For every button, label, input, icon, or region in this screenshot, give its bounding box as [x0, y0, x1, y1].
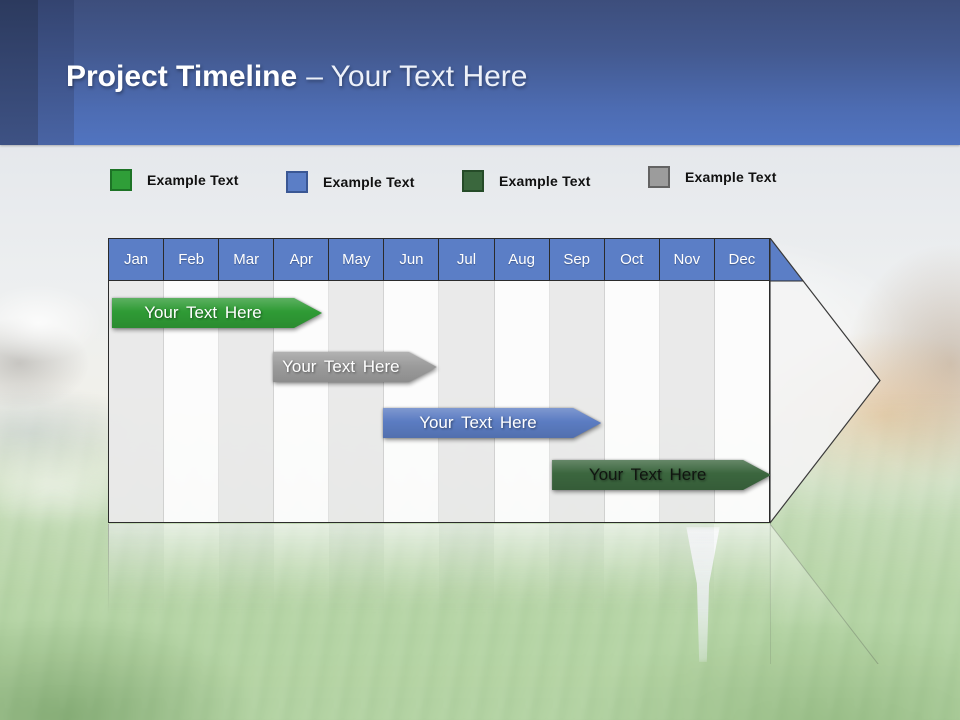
month-header-cell: Nov — [659, 239, 715, 280]
arrow-tip-reflection — [770, 524, 879, 664]
gantt-bar-shape: Your Text Here — [383, 408, 601, 438]
gantt-bar-label: Your Text Here — [144, 303, 262, 322]
gantt-bar-label: Your Text Here — [282, 357, 400, 376]
gantt-bar-darkgreen: Your Text Here — [552, 460, 771, 490]
gantt-bar-shape: Your Text Here — [112, 298, 322, 328]
month-header-cell: Feb — [164, 239, 220, 280]
timeline-grid: Jan Feb Mar Apr May Jun Jul Aug Sep Oct … — [108, 238, 770, 523]
timeline-arrow-tip — [770, 238, 881, 524]
month-header-cell: Jan — [109, 239, 165, 280]
slide-title: Project Timeline– Your Text Here — [66, 60, 527, 94]
month-header-cell: Apr — [274, 239, 330, 280]
month-header-cell: Sep — [549, 239, 605, 280]
month-header-cell: Aug — [494, 239, 550, 280]
grid-column — [384, 281, 440, 522]
gantt-bar-green: Your Text Here — [112, 298, 322, 328]
accent-stripe-dark — [0, 0, 38, 145]
month-header-row: Jan Feb Mar Apr May Jun Jul Aug Sep Oct … — [108, 238, 770, 281]
gantt-bar-gray: Your Text Here — [273, 352, 437, 382]
title-placeholder-text: – Your Text Here — [306, 60, 528, 93]
title-main: Project Timeline — [66, 60, 298, 93]
grid-column — [494, 281, 550, 522]
month-header-cell: Oct — [604, 239, 660, 280]
grid-column — [439, 281, 495, 522]
month-header-cell: May — [329, 239, 385, 280]
gantt-bar-shape: Your Text Here — [552, 460, 771, 490]
accent-stripe-medium — [38, 0, 74, 145]
title-bar: Project Timeline– Your Text Here — [0, 0, 960, 145]
grid-column — [329, 281, 385, 522]
timeline-reflection — [108, 524, 770, 618]
month-header-cell: Dec — [714, 239, 769, 280]
month-header-cell: Jul — [439, 239, 495, 280]
gantt-bar-label: Your Text Here — [419, 413, 537, 432]
gantt-bar-label: Your Text Here — [588, 465, 707, 484]
month-header-cell: Mar — [219, 239, 275, 280]
gantt-bar-blue: Your Text Here — [383, 408, 601, 438]
gantt-bar-shape: Your Text Here — [273, 352, 437, 382]
month-header-cell: Jun — [384, 239, 440, 280]
